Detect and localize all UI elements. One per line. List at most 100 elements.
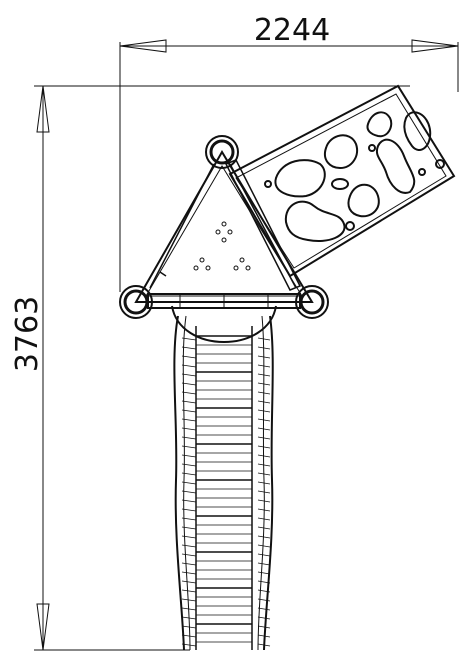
slide-side-tick [181,616,197,620]
slide-side-tick [181,625,197,629]
slide-side-tick [181,355,197,359]
width-label: 2244 [254,13,330,48]
slide-side-tick [257,472,271,476]
height-label: 3763 [10,296,45,372]
arrow-down-icon [36,603,50,651]
slide-side-tick [181,391,197,395]
slide-side-tick [257,400,271,404]
slide-side-tick [257,571,271,575]
climbing-hold [284,200,346,242]
triangle-platform [134,150,314,309]
slide-side-tick [257,553,271,557]
climbing-hold [376,138,416,194]
slide-side-tick [181,445,197,449]
arrow-left-icon [119,39,167,53]
slide-side-tick [257,436,271,440]
climbing-hold [435,159,445,169]
slide-side-tick [181,553,197,557]
slide-side-tick [181,598,197,602]
slide-side-tick [181,454,197,458]
slide-side-tick [181,436,197,440]
slide-side-tick [181,607,197,611]
slide-side-tick [257,409,271,413]
slide-side-tick [257,490,271,494]
slide-side-tick [257,535,271,539]
climbing-hold [345,221,355,231]
slide-side-tick [181,373,197,377]
slide-side-tick [257,508,271,512]
slide-rungs [181,335,271,647]
climbing-hold [418,168,426,176]
climbing-hold [324,134,358,170]
slide-chute [173,315,274,651]
arrow-up-icon [36,85,50,133]
climbing-hold [403,111,432,151]
post-top [205,135,239,169]
slide-side-tick [257,418,271,422]
slide-side-tick [181,409,197,413]
slide-side-tick [257,373,271,377]
slide-side-tick [181,490,197,494]
deck-holes [193,221,251,271]
slide-side-tick [257,427,271,431]
slide-side-tick [181,535,197,539]
slide-side-tick [181,499,197,503]
slide-side-tick [257,598,271,602]
slide-side-tick [181,364,197,368]
slide-side-tick [181,463,197,467]
slide-side-tick [181,337,197,341]
slide-side-tick [257,589,271,593]
slide-side-tick [257,499,271,503]
post-right [295,285,329,319]
climbing-hold [331,178,349,190]
climbing-hold [274,159,326,198]
slide-side-tick [181,382,197,386]
slide-bowl [171,305,277,344]
slide-side-tick [257,445,271,449]
slide-side-tick [257,634,271,638]
slide-side-tick [257,580,271,584]
slide-side-tick [257,463,271,467]
slide-side-tick [181,517,197,521]
slide-side-tick [257,643,271,647]
climbing-hold [368,144,376,152]
climbing-wall [228,84,456,278]
slide-side-tick [181,400,197,404]
slide-side-tick [181,526,197,530]
slide-side-tick [181,418,197,422]
slide-side-tick [257,391,271,395]
slide-side-tick [257,625,271,629]
height-dimension: 3763 [10,85,410,651]
slide-side-tick [257,346,271,350]
slide-side-tick [181,472,197,476]
slide-side-tick [257,355,271,359]
slide-side-tick [257,607,271,611]
slide-side-tick [257,616,271,620]
slide-side-tick [257,517,271,521]
slide-side-tick [181,589,197,593]
post-left [119,285,153,319]
slide-side-tick [181,427,197,431]
slide-side-tick [257,454,271,458]
slide-side-tick [181,643,197,647]
arrow-right-icon [411,39,459,53]
slide-side-tick [257,337,271,341]
slide-side-tick [257,481,271,485]
slide-side-tick [257,382,271,386]
slide-side-tick [181,562,197,566]
slide-side-tick [181,544,197,548]
slide-side-tick [181,508,197,512]
slide-side-tick [257,364,271,368]
climbing-hold [366,111,393,138]
slide-side-tick [181,481,197,485]
slide-side-tick [257,526,271,530]
slide-side-tick [181,571,197,575]
climbing-hold [264,180,272,188]
climbing-hold [347,183,380,218]
slide-side-tick [181,634,197,638]
width-dimension: 2244 [119,13,459,292]
slide-side-tick [181,580,197,584]
slide-side-tick [257,544,271,548]
slide-side-tick [181,346,197,350]
